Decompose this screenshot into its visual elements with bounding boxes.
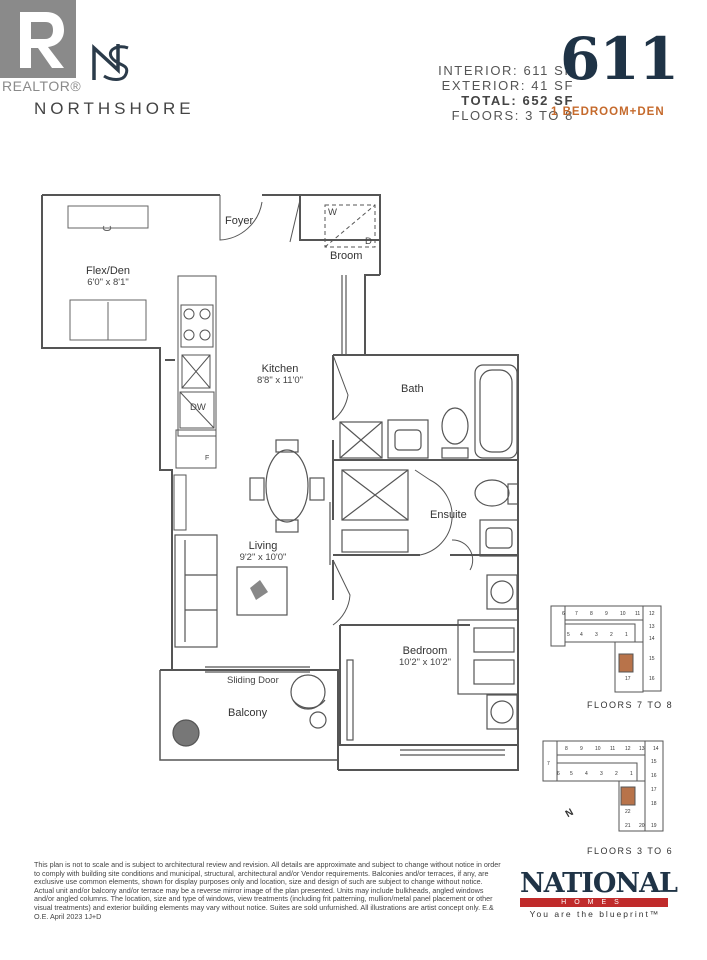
svg-text:4: 4 xyxy=(580,632,583,638)
room-balcony: Balcony xyxy=(228,707,268,719)
room-living: Living 9'2" x 10'0" xyxy=(228,540,298,564)
svg-text:12: 12 xyxy=(625,746,631,752)
key-plan-upper: 6 7 8 9 10 11 12 5 4 3 2 1 14 15 16 17 13 xyxy=(550,605,662,693)
svg-text:20: 20 xyxy=(639,823,645,829)
brand-name: NORTHSHORE xyxy=(34,99,195,118)
realtor-r-icon xyxy=(0,0,76,78)
room-bedroom: Bedroom 10'2" x 10'2" xyxy=(385,645,465,669)
northshore-logo-icon xyxy=(88,40,134,86)
svg-text:18: 18 xyxy=(651,801,657,807)
svg-text:6: 6 xyxy=(557,771,560,777)
svg-text:15: 15 xyxy=(649,656,655,662)
svg-text:19: 19 xyxy=(651,823,657,829)
svg-text:16: 16 xyxy=(649,676,655,682)
svg-text:22: 22 xyxy=(625,809,631,815)
disclaimer-text: This plan is not to scale and is subject… xyxy=(34,860,501,921)
room-living-name: Living xyxy=(248,540,278,552)
svg-text:11: 11 xyxy=(610,746,615,752)
room-foyer: Foyer xyxy=(225,215,254,227)
svg-text:7: 7 xyxy=(575,611,578,617)
svg-text:1: 1 xyxy=(625,632,628,638)
unit-type: 1 BEDROOM+DEN xyxy=(551,106,665,118)
svg-text:15: 15 xyxy=(651,759,657,765)
room-flex-den-dims: 6'0" x 8'1" xyxy=(87,277,129,288)
national-homes-logo: NATIONAL HOMES You are the blueprint™ xyxy=(520,868,678,922)
key-plan-upper-label: FLOORS 7 TO 8 xyxy=(587,700,674,710)
room-ensuite: Ensuite xyxy=(430,509,467,521)
svg-text:11: 11 xyxy=(635,611,640,617)
floors-range: FLOORS: 3 TO 8 xyxy=(451,108,574,123)
realtor-label: REALTOR® xyxy=(2,78,82,94)
sliding-door-label: Sliding Door xyxy=(227,675,279,686)
room-living-dims: 9'2" x 10'0" xyxy=(239,552,287,563)
unit-number: 611 xyxy=(560,25,679,93)
svg-text:2: 2 xyxy=(615,771,618,777)
room-flex-den: Flex/Den 6'0" x 8'1" xyxy=(68,265,148,289)
room-bedroom-name: Bedroom xyxy=(402,645,448,657)
svg-text:3: 3 xyxy=(595,632,598,638)
realtor-logo: REALTOR® xyxy=(0,0,81,98)
svg-text:13: 13 xyxy=(649,624,655,630)
room-kitchen-dims: 8'8" x 11'0" xyxy=(256,375,304,386)
room-bath: Bath xyxy=(401,383,424,395)
svg-text:14: 14 xyxy=(649,636,655,642)
svg-text:12: 12 xyxy=(649,611,655,617)
svg-text:5: 5 xyxy=(570,771,573,777)
national-logo-homes: HOMES xyxy=(520,898,668,907)
svg-text:14: 14 xyxy=(653,746,659,752)
svg-text:10: 10 xyxy=(620,611,626,617)
room-flex-den-name: Flex/Den xyxy=(85,265,131,277)
key-plan-lower-label: FLOORS 3 TO 6 xyxy=(587,846,674,856)
svg-text:21: 21 xyxy=(625,823,631,829)
room-broom: Broom xyxy=(330,250,363,262)
svg-text:6: 6 xyxy=(562,611,565,617)
washer-label: W xyxy=(328,207,337,218)
svg-text:3: 3 xyxy=(600,771,603,777)
svg-text:9: 9 xyxy=(580,746,583,752)
dishwasher-label: DW xyxy=(190,402,206,413)
svg-text:10: 10 xyxy=(595,746,601,752)
fridge-label: F xyxy=(205,455,210,462)
svg-text:8: 8 xyxy=(565,746,568,752)
svg-text:7: 7 xyxy=(547,761,550,767)
total-area: TOTAL: 652 SF xyxy=(461,93,574,108)
svg-text:4: 4 xyxy=(585,771,588,777)
exterior-area: EXTERIOR: 41 SF xyxy=(441,78,574,93)
national-logo-tagline: You are the blueprint™ xyxy=(529,909,661,919)
svg-text:9: 9 xyxy=(605,611,608,617)
svg-text:16: 16 xyxy=(651,773,657,779)
room-kitchen-name: Kitchen xyxy=(261,363,299,375)
dryer-label: D xyxy=(365,236,372,247)
svg-text:8: 8 xyxy=(590,611,593,617)
national-logo-name: NATIONAL xyxy=(520,868,678,899)
svg-text:17: 17 xyxy=(651,787,657,793)
interior-area: INTERIOR: 611 SF xyxy=(438,63,574,78)
room-kitchen: Kitchen 8'8" x 11'0" xyxy=(240,363,320,387)
svg-text:1: 1 xyxy=(630,771,633,777)
svg-text:5: 5 xyxy=(567,632,570,638)
unit-specs: INTERIOR: 611 SF EXTERIOR: 41 SF TOTAL: … xyxy=(438,63,574,123)
svg-text:2: 2 xyxy=(610,632,613,638)
svg-text:13: 13 xyxy=(639,746,645,752)
room-bedroom-dims: 10'2" x 10'2" xyxy=(398,657,452,668)
svg-text:17: 17 xyxy=(625,676,631,682)
